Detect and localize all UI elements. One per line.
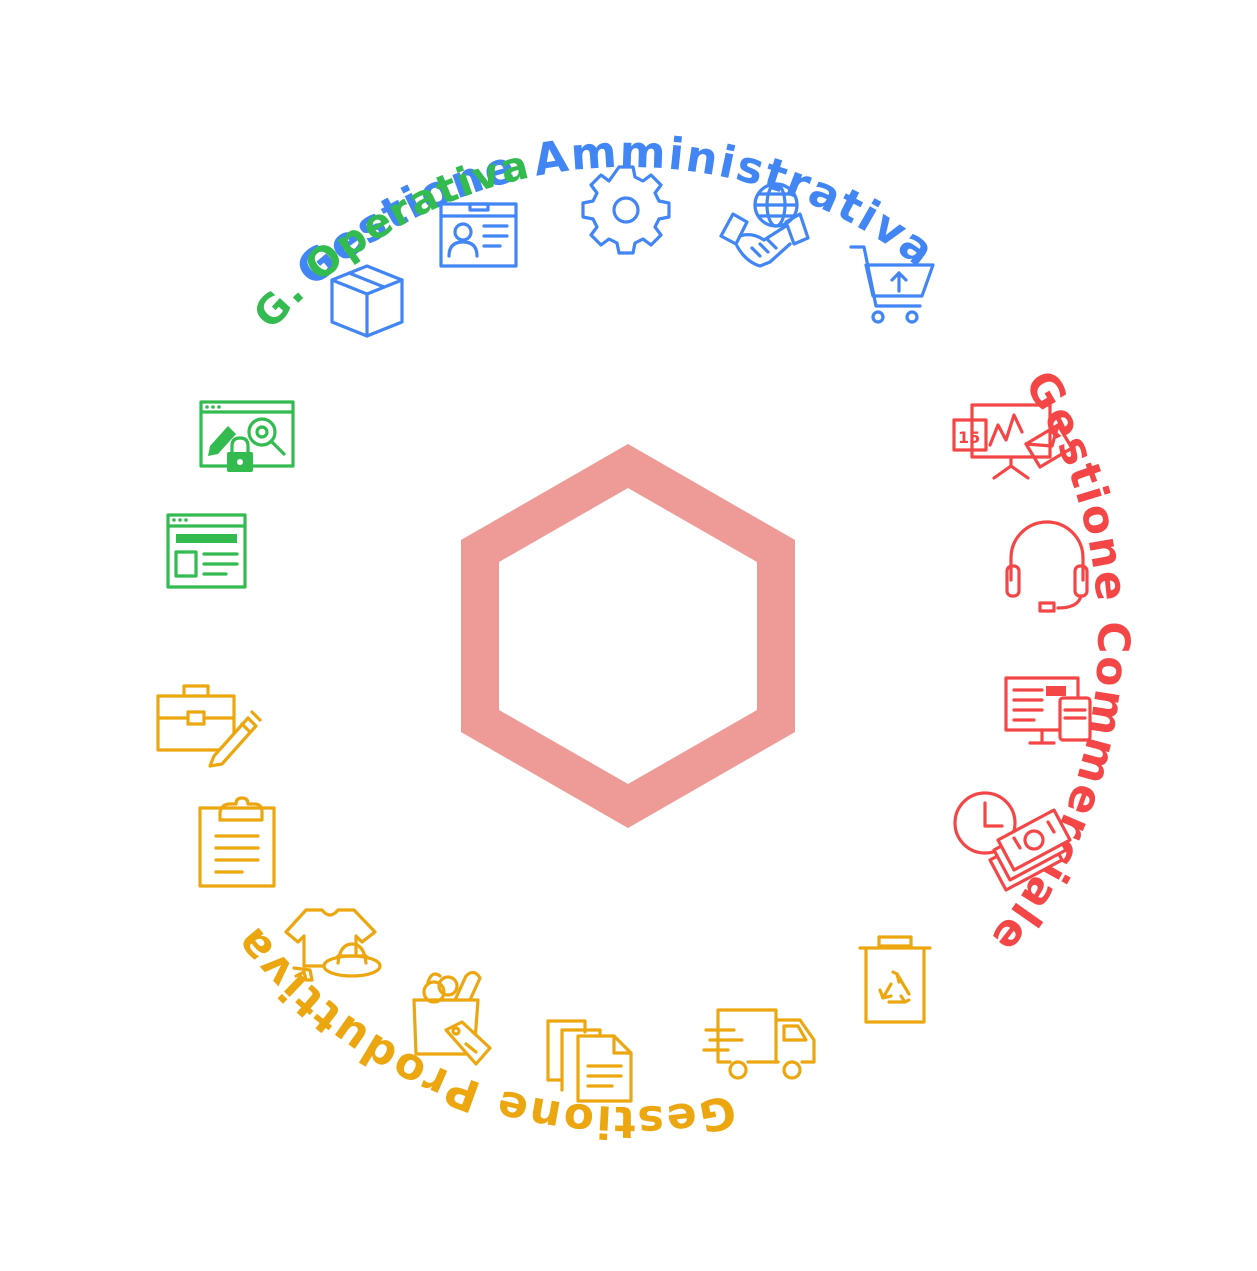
- commerciale-icons: 15: [952, 403, 1092, 892]
- amministrativa-icons: [330, 165, 935, 338]
- presentation-calendar-mail-icon: 15: [952, 403, 1074, 480]
- web-form-icon: [166, 513, 247, 589]
- handshake-globe-icon: [719, 182, 810, 268]
- delivery-truck-icon: [702, 1008, 816, 1080]
- label-g-operativa: G. Operativa: [245, 142, 535, 338]
- calendar-day: 15: [958, 428, 980, 447]
- screen-highlight: [1046, 686, 1066, 696]
- shopping-cart-icon: [849, 245, 935, 324]
- headset-icon: [1005, 520, 1089, 613]
- produttiva-icons: [156, 684, 932, 1103]
- gear-icon: [581, 165, 671, 255]
- window-dot: [172, 518, 176, 522]
- central-hexagon-hole: [499, 488, 757, 784]
- operativa-icons: [166, 400, 295, 589]
- clipboard-icon: [198, 796, 276, 888]
- window-dot: [211, 405, 215, 409]
- form-header-bar: [176, 534, 237, 543]
- multi-device-icon: [1004, 676, 1092, 745]
- label-gestione-produttiva: Gestione Produttiva: [224, 917, 740, 1148]
- pencil-shape: [208, 426, 236, 456]
- clothing-icon: [284, 908, 382, 982]
- label-g-operativa-text: G. Operativa: [245, 142, 533, 338]
- window-dot: [205, 405, 209, 409]
- window-dot: [178, 518, 182, 522]
- window-dot: [217, 405, 221, 409]
- documents-icon: [546, 1019, 633, 1103]
- recycle-bin-icon: [858, 935, 932, 1024]
- clock-money-icon: [953, 791, 1072, 892]
- id-card-icon: [439, 202, 518, 268]
- web-edit-search-lock-icon: [199, 400, 295, 472]
- window-dot: [184, 518, 188, 522]
- briefcase-pen-icon: [156, 684, 262, 768]
- grocery-bag-icon: [412, 970, 492, 1066]
- label-gestione-produttiva-text: Gestione Produttiva: [224, 917, 738, 1148]
- box-icon: [330, 264, 404, 338]
